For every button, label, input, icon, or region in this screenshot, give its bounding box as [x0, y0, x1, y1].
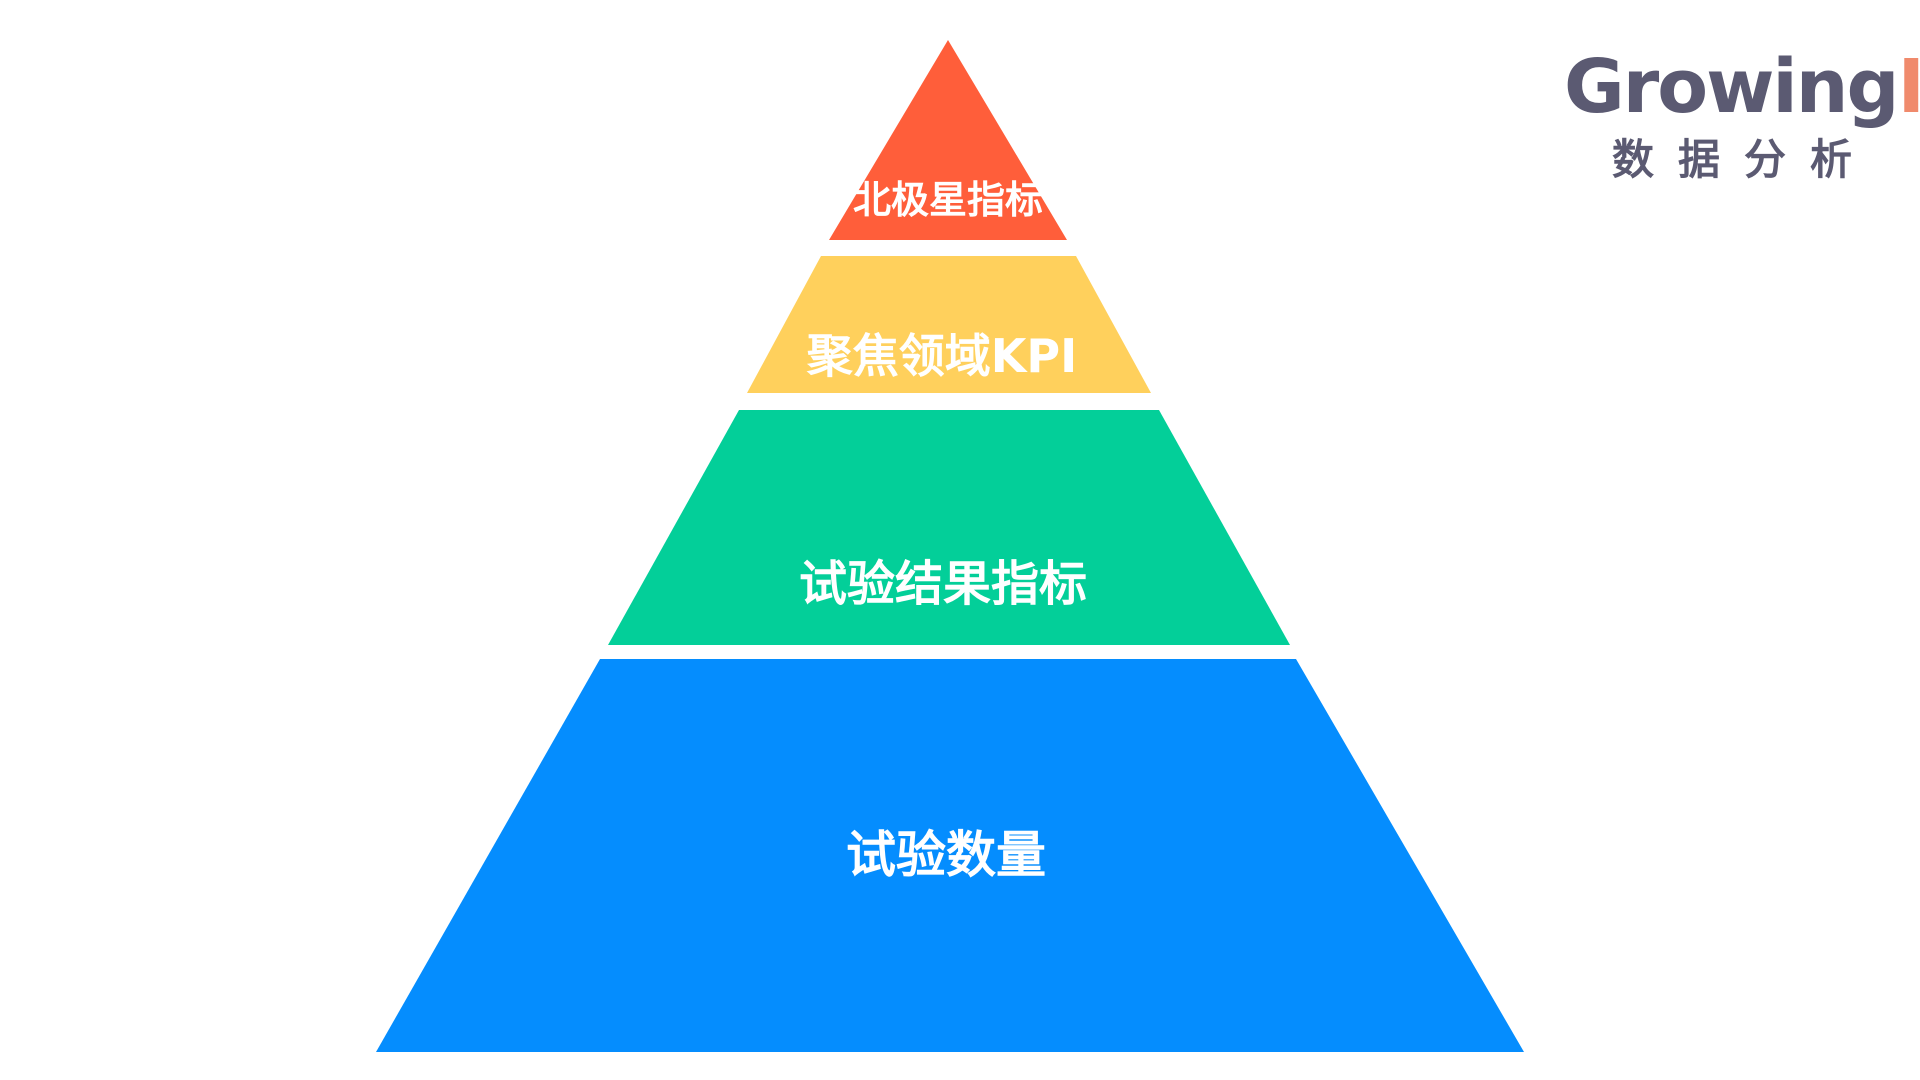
pyramid-tier-focus-kpi-shape: [747, 256, 1151, 393]
pyramid-tier-north-star-label: 北极星指标: [853, 178, 1043, 222]
pyramid-tier-experiment-result-shape: [608, 410, 1290, 645]
pyramid-tier-experiment-count-label: 试验数量: [846, 826, 1046, 884]
pyramid-tier-experiment-count-shape: [376, 659, 1524, 1052]
logo-wordmark-accent: IO: [1897, 44, 1920, 130]
pyramid-tier-focus-kpi-label: 聚焦领域KPI: [806, 329, 1077, 383]
logo-wordmark: GrowingIO: [1564, 44, 1920, 130]
growingio-logo: GrowingIO 数据分析: [1564, 44, 1920, 184]
pyramid-tier-north-star-shape: [829, 40, 1067, 240]
logo-wordmark-main: Growing: [1564, 44, 1897, 130]
logo-subtitle: 数据分析: [1612, 135, 1876, 184]
pyramid-tier-experiment-result-label: 试验结果指标: [799, 556, 1087, 612]
